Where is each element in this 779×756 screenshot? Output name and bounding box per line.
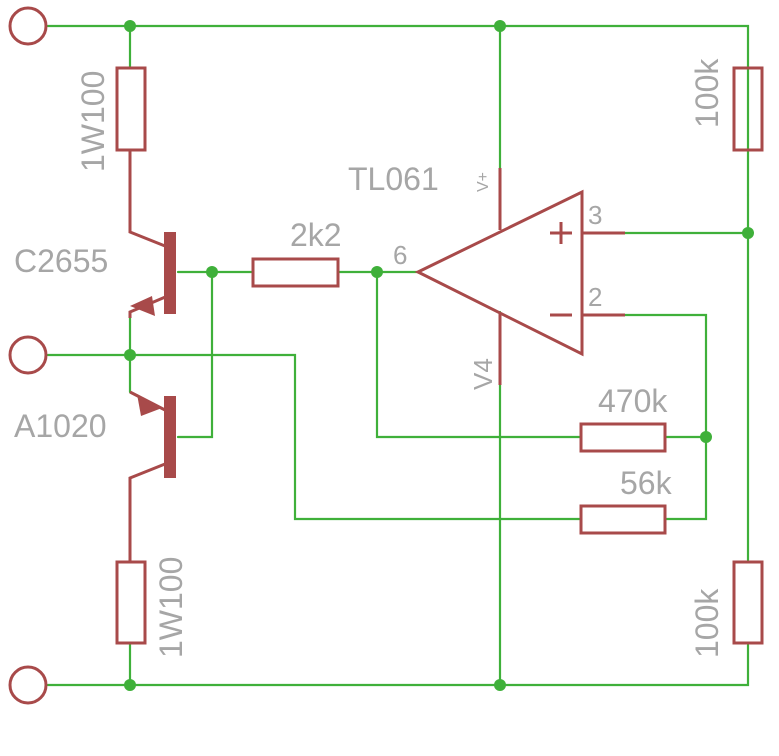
resistor-bottom-left[interactable]: [115, 560, 147, 645]
terminal-middle[interactable]: [8, 335, 48, 375]
label-r-top-left: 1W100: [75, 71, 111, 172]
pnp-base-bar[interactable]: [164, 396, 176, 478]
junction-dot: [206, 266, 218, 278]
pnp-collector-lead: [128, 460, 171, 562]
label-pin-inv: 2: [588, 282, 602, 312]
label-q-npn: C2655: [14, 243, 108, 279]
wire-bottom-rail: [46, 643, 750, 687]
label-opamp-vminus: V4: [468, 358, 498, 390]
junction-dot: [494, 20, 506, 32]
wire-emitter-56k: [46, 353, 582, 521]
junction-dot: [742, 227, 754, 239]
label-pin-noninv: 3: [588, 200, 602, 230]
label-opamp-vplus: V+: [475, 172, 492, 192]
npn-emitter-arrow: [130, 296, 155, 316]
label-pin-out: 6: [393, 240, 407, 270]
terminal-top[interactable]: [8, 6, 48, 46]
resistor-56k[interactable]: [579, 504, 667, 535]
wire-npn-collector: [128, 150, 171, 250]
label-opamp: TL061: [348, 161, 439, 197]
wire-top-rail: [46, 24, 750, 197]
label-r-base: 2k2: [290, 217, 342, 253]
wire-inv-input: [623, 313, 708, 521]
label-r-div-top: 100k: [689, 58, 725, 128]
resistor-2k2[interactable]: [251, 257, 340, 288]
terminal-bottom[interactable]: [8, 665, 48, 705]
junction-dot: [124, 20, 136, 32]
label-q-pnp: A1020: [14, 408, 107, 444]
label-r-feedback: 470k: [598, 383, 668, 419]
junction-dot: [124, 679, 136, 691]
pnp-emitter-arrow: [137, 394, 162, 416]
resistor-div-top[interactable]: [732, 66, 764, 152]
wire-feedback: [375, 270, 582, 439]
wire-base-link: [176, 270, 214, 439]
junction-dot: [371, 266, 383, 278]
plus-sign-icon: [550, 222, 572, 244]
junctions: [124, 20, 754, 691]
labels: 1W100 1W100 C2655 A1020 2k2 TL061 V+ V4 …: [14, 58, 725, 658]
npn-base-bar[interactable]: [164, 232, 176, 314]
resistor-470k[interactable]: [579, 422, 667, 453]
junction-dot: [494, 679, 506, 691]
components: [115, 66, 764, 645]
junction-dot: [700, 431, 712, 443]
npn-emitter-lead: [128, 293, 171, 318]
junction-dot: [124, 349, 136, 361]
label-r-input: 56k: [620, 465, 673, 501]
resistor-top-left[interactable]: [115, 66, 147, 152]
wires: [46, 24, 750, 687]
label-r-div-bottom: 100k: [689, 588, 725, 658]
terminals: [8, 6, 48, 705]
label-r-bottom-left: 1W100: [153, 557, 189, 658]
resistor-div-bottom[interactable]: [732, 560, 764, 645]
